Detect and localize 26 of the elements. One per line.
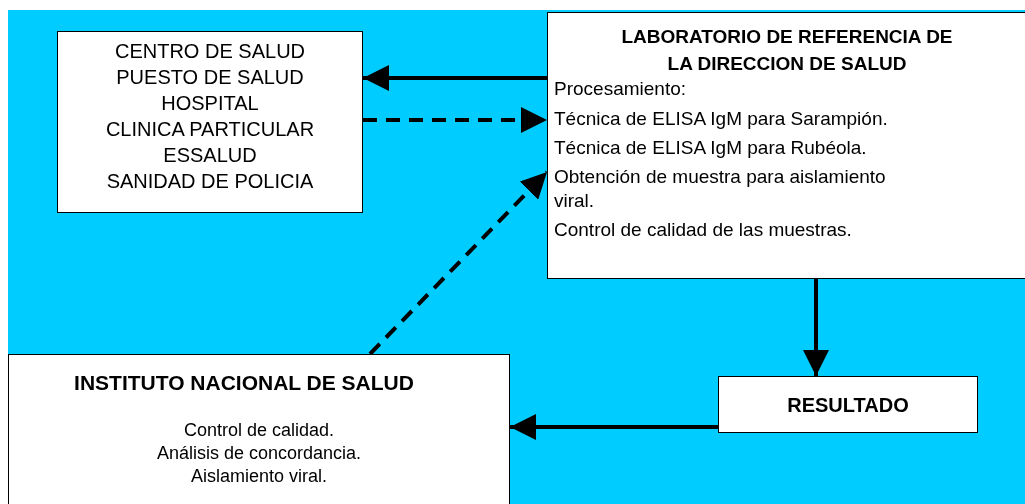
box-heading: LABORATORIO DE REFERENCIA DE LA DIRECCION DE SALUD xyxy=(620,25,954,76)
task-text: Aislamiento viral. xyxy=(190,465,327,488)
facility-text: ESSALUD xyxy=(163,143,257,168)
facility-text: PUESTO DE SALUD xyxy=(116,65,304,90)
process-text: Técnica de ELISA IgM para Sarampión. xyxy=(554,107,889,131)
facility-text: SANIDAD DE POLICIA xyxy=(106,169,314,194)
process-text: Control de calidad de las muestras. xyxy=(554,218,853,242)
box-heading: RESULTADO xyxy=(787,392,909,418)
arrow xyxy=(510,414,718,440)
arrow xyxy=(803,279,829,376)
process-box xyxy=(547,12,1025,279)
dashed-arrow xyxy=(363,107,547,133)
result-box xyxy=(718,376,978,433)
facility-text: HOSPITAL xyxy=(161,91,259,116)
process-box xyxy=(8,354,510,504)
dashed-arrow xyxy=(368,170,549,356)
facility-text: CENTRO DE SALUD xyxy=(115,39,305,64)
task-text: Análisis de concordancia. xyxy=(156,442,362,465)
process-text: Técnica de ELISA IgM para Rubéola. xyxy=(554,136,868,160)
facility-text: CLINICA PARTICULAR xyxy=(105,117,315,142)
task-text: Control de calidad. xyxy=(183,419,335,442)
process-text: Procesamiento: xyxy=(554,77,687,101)
facility-box xyxy=(57,31,363,213)
box-heading: INSTITUTO NACIONAL DE SALUD xyxy=(74,370,415,396)
process-text: Obtención de muestra para aislamiento viral. xyxy=(554,165,887,213)
arrow xyxy=(363,65,547,91)
